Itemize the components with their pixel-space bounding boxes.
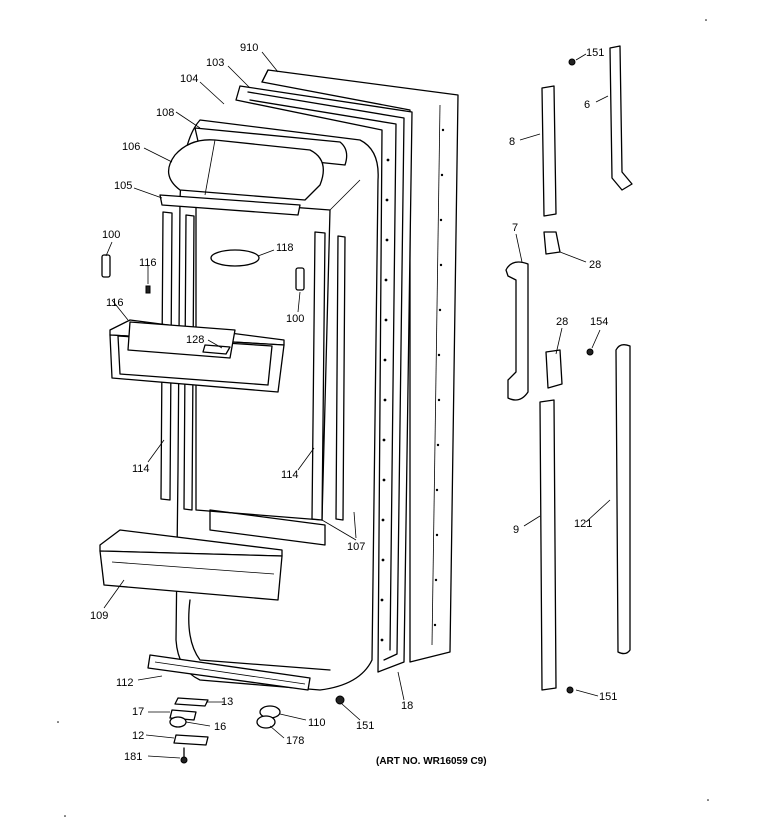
handle-cup [210, 249, 260, 267]
handle-assembly-parts [505, 45, 633, 694]
outer-door-panel [261, 69, 459, 663]
label-910: 910 [240, 42, 258, 54]
door-gasket [235, 85, 413, 673]
label-6: 6 [584, 99, 590, 111]
label-108: 108 [156, 107, 174, 119]
label-18: 18 [401, 700, 413, 712]
hinge-parts [169, 695, 345, 764]
label-116-bin: 116 [106, 297, 124, 309]
label-100-right: 100 [286, 313, 304, 325]
label-110: 110 [308, 717, 326, 729]
label-116-clip: 116 [139, 257, 157, 269]
label-128: 128 [186, 334, 204, 346]
scan-specks [57, 19, 709, 817]
leader-lines [103, 51, 611, 759]
label-154: 154 [590, 316, 608, 328]
label-114-right: 114 [281, 469, 299, 481]
label-107: 107 [347, 541, 365, 553]
label-106: 106 [122, 141, 140, 153]
label-28-lower: 28 [556, 316, 568, 328]
label-7: 7 [512, 222, 518, 234]
art-number: (ART NO. WR16059 C9) [376, 756, 487, 767]
label-103: 103 [206, 57, 224, 69]
label-151-bottom-right: 151 [599, 691, 617, 703]
label-17: 17 [132, 706, 144, 718]
label-181: 181 [124, 751, 142, 763]
label-28-upper: 28 [589, 259, 601, 271]
label-104: 104 [180, 73, 198, 85]
label-121: 121 [574, 518, 592, 530]
label-9: 9 [513, 524, 519, 536]
label-114-left: 114 [132, 463, 150, 475]
label-109: 109 [90, 610, 108, 622]
label-105: 105 [114, 180, 132, 192]
label-100-left: 100 [102, 229, 120, 241]
lower-door-bin [99, 529, 283, 601]
label-8: 8 [509, 136, 515, 148]
label-118: 118 [276, 242, 294, 254]
label-178: 178 [286, 735, 304, 747]
label-112: 112 [116, 677, 134, 689]
label-151-top: 151 [586, 47, 604, 59]
label-151-bottom-left: 151 [356, 720, 374, 732]
part-labels: 910 103 104 108 106 105 100 116 116 118 … [90, 42, 617, 763]
upper-door-bin [109, 319, 285, 393]
bottom-rail [147, 654, 311, 691]
label-16: 16 [214, 721, 226, 733]
top-shelf-cover [159, 127, 348, 216]
label-13: 13 [221, 696, 233, 708]
label-12: 12 [132, 730, 144, 742]
